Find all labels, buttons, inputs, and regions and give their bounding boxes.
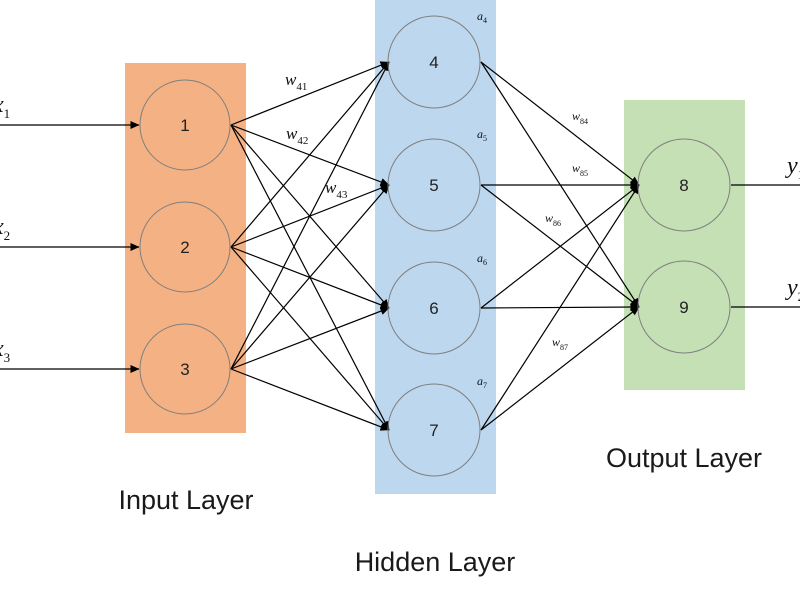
hidden-node-circle (387, 15, 481, 109)
input-layer-band (125, 63, 246, 433)
input-layer-label: Input Layer (118, 485, 253, 515)
node-label: 4 (429, 53, 438, 72)
edge-4-to-8 (480, 61, 640, 186)
hidden-node-6: 6 (387, 261, 481, 355)
input-node-2: 2 (139, 201, 231, 293)
weight-w42-label: w42 (286, 124, 308, 147)
input-x1-label: x1 (0, 92, 10, 121)
activation-a6-label: a6 (477, 251, 487, 267)
edge-7-to-9 (480, 306, 640, 431)
output-y2-label: y2 (785, 275, 800, 304)
weight-w84-label: w84 (572, 109, 588, 126)
output-node-circle (637, 138, 731, 232)
input-node-circle (139, 323, 231, 415)
output-node-8: 8 (637, 138, 731, 232)
input-x2-label: x2 (0, 214, 10, 243)
input-node-1: 1 (139, 79, 231, 171)
node-label: 7 (429, 421, 438, 440)
output-layer-band (624, 100, 745, 390)
weight-w85-label: w85 (572, 161, 588, 178)
activation-a4-label: a4 (477, 9, 487, 25)
weight-w43-label: w43 (325, 178, 348, 201)
output-layer-label: Output Layer (606, 443, 762, 473)
hidden-node-circle (387, 138, 481, 232)
node-label: 6 (429, 299, 438, 318)
node-label: 5 (429, 176, 438, 195)
output-y1-label: y1 (785, 153, 800, 182)
hidden-node-5: 5 (387, 138, 481, 232)
node-label: 3 (180, 360, 189, 379)
edge-3-to-4 (230, 61, 390, 370)
input-x3-label: x3 (0, 336, 10, 365)
edge-3-to-5 (230, 184, 390, 370)
output-node-9: 9 (637, 260, 731, 354)
activation-a5-label: a5 (477, 127, 487, 143)
node-label: 1 (180, 116, 189, 135)
weight-w86-label: w86 (545, 211, 561, 228)
edges-group (0, 61, 800, 431)
node-label: 9 (679, 298, 688, 317)
hidden-layer-label: Hidden Layer (355, 547, 516, 577)
weight-w41-label: w41 (285, 70, 307, 93)
output-node-circle (637, 260, 731, 354)
edge-7-to-8 (480, 184, 640, 431)
weight-w87-label: w87 (552, 335, 568, 352)
edge-3-to-7 (230, 368, 390, 431)
edge-2-to-4 (230, 61, 390, 248)
hidden-node-7: 7 (387, 383, 481, 477)
edge-1-to-4 (230, 61, 390, 126)
activation-a7-label: a7 (477, 374, 487, 390)
node-label: 2 (180, 238, 189, 257)
input-node-circle (139, 79, 231, 171)
hidden-node-circle (387, 261, 481, 355)
node-label: 8 (679, 176, 688, 195)
edge-3-to-6 (230, 307, 390, 370)
hidden-node-circle (387, 383, 481, 477)
hidden-layer-band (375, 0, 496, 494)
hidden-node-4: 4 (387, 15, 481, 109)
edge-6-to-8 (480, 184, 640, 309)
input-node-circle (139, 201, 231, 293)
input-node-3: 3 (139, 323, 231, 415)
